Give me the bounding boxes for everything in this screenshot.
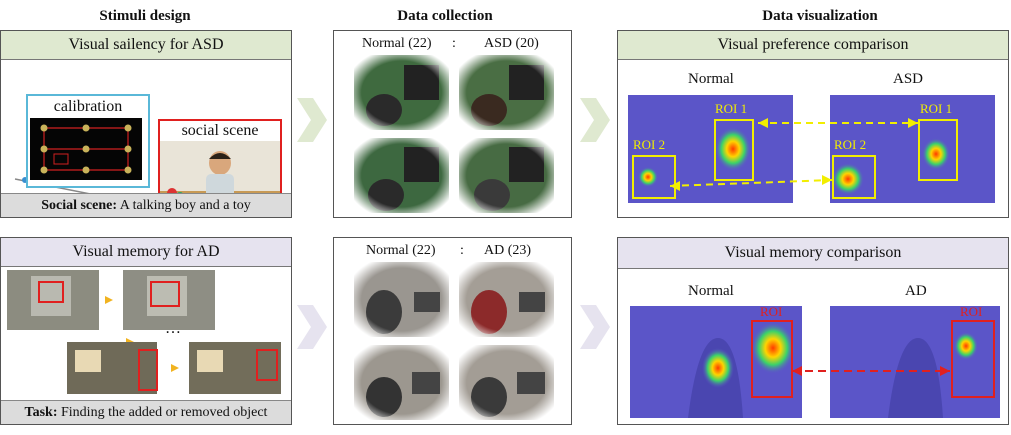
- panel-title-asd-stimuli: Visual sailency for ASD: [1, 31, 291, 60]
- chevron-right-icon: [580, 305, 610, 349]
- collection-normal-count-ad: Normal (22): [366, 243, 436, 258]
- panel-stimuli-ad: Visual memory for AD … Task: Finding the…: [0, 237, 292, 425]
- column-header-visualization: Data visualization: [762, 8, 878, 24]
- collection-ad-count: AD (23): [484, 243, 532, 258]
- roi-box-normal-2: [632, 155, 676, 199]
- ad-stimuli-images: [7, 270, 281, 394]
- roi-label-normal-1: ROI 1: [715, 101, 748, 116]
- collection-photos-ad: [354, 262, 554, 420]
- panel-visualization-ad: Visual memory comparison Normal AD ROI R…: [617, 237, 1009, 425]
- panel-title-ad-stimuli: Visual memory for AD: [1, 238, 291, 267]
- roi-box-asd-2: [832, 155, 876, 199]
- asd-caption-bold: Social scene:: [41, 198, 118, 213]
- collection-photos-asd: [354, 55, 554, 213]
- ad-caption-bold: Task:: [24, 405, 58, 420]
- ad-caption: Task: Finding the added or removed objec…: [1, 400, 291, 424]
- panel-title-asd-viz: Visual preference comparison: [618, 31, 1008, 60]
- roi-label-normal-2: ROI 2: [633, 137, 666, 152]
- collection-separator-ad: :: [460, 243, 464, 258]
- panel-collection-ad: Normal (22) : AD (23): [333, 237, 572, 425]
- viz-asd-label: ASD: [893, 71, 924, 87]
- roi-label-normal-ad: ROI: [760, 304, 783, 319]
- collection-asd-count: ASD (20): [484, 36, 539, 51]
- roi-box-normal-1: [714, 119, 754, 181]
- collection-normal-count: Normal (22): [362, 36, 432, 51]
- calibration-frame: calibration: [26, 94, 150, 188]
- social-scene-label: social scene: [160, 121, 280, 141]
- viz-ad-label: AD: [905, 283, 927, 299]
- heatmap-asd: [628, 95, 995, 203]
- panel-collection-asd: Normal (22) : ASD (20): [333, 30, 572, 218]
- panel-visualization-asd: Visual preference comparison Normal ASD …: [617, 30, 1009, 218]
- panel-title-ad-viz: Visual memory comparison: [618, 238, 1008, 269]
- panel-stimuli-asd: Visual sailency for ASD calibration soci…: [0, 30, 292, 218]
- roi-label-asd-1: ROI 1: [920, 101, 953, 116]
- roi-box-asd-1: [918, 119, 958, 181]
- roi-label-ad: ROI: [960, 304, 983, 319]
- roi-box-ad: [951, 320, 995, 398]
- roi-box-normal-ad: [751, 320, 793, 398]
- heatmap-ad: [630, 306, 1000, 418]
- column-header-stimuli: Stimuli design: [99, 8, 191, 24]
- viz-normal-label: Normal: [688, 71, 734, 87]
- ellipsis-label: …: [165, 320, 181, 337]
- chevron-right-icon: [297, 305, 327, 349]
- ad-caption-text: Finding the added or removed object: [57, 405, 268, 420]
- chevron-right-icon: [580, 98, 610, 142]
- calibration-label: calibration: [53, 98, 123, 115]
- asd-caption: Social scene: A talking boy and a toy: [1, 193, 291, 217]
- asd-caption-text: A talking boy and a toy: [117, 198, 251, 213]
- calibration-grid: [30, 118, 142, 180]
- viz-normal-label-ad: Normal: [688, 283, 734, 299]
- collection-separator: :: [452, 36, 456, 51]
- roi-label-asd-2: ROI 2: [834, 137, 867, 152]
- column-header-collection: Data collection: [397, 8, 493, 24]
- chevron-right-icon: [297, 98, 327, 142]
